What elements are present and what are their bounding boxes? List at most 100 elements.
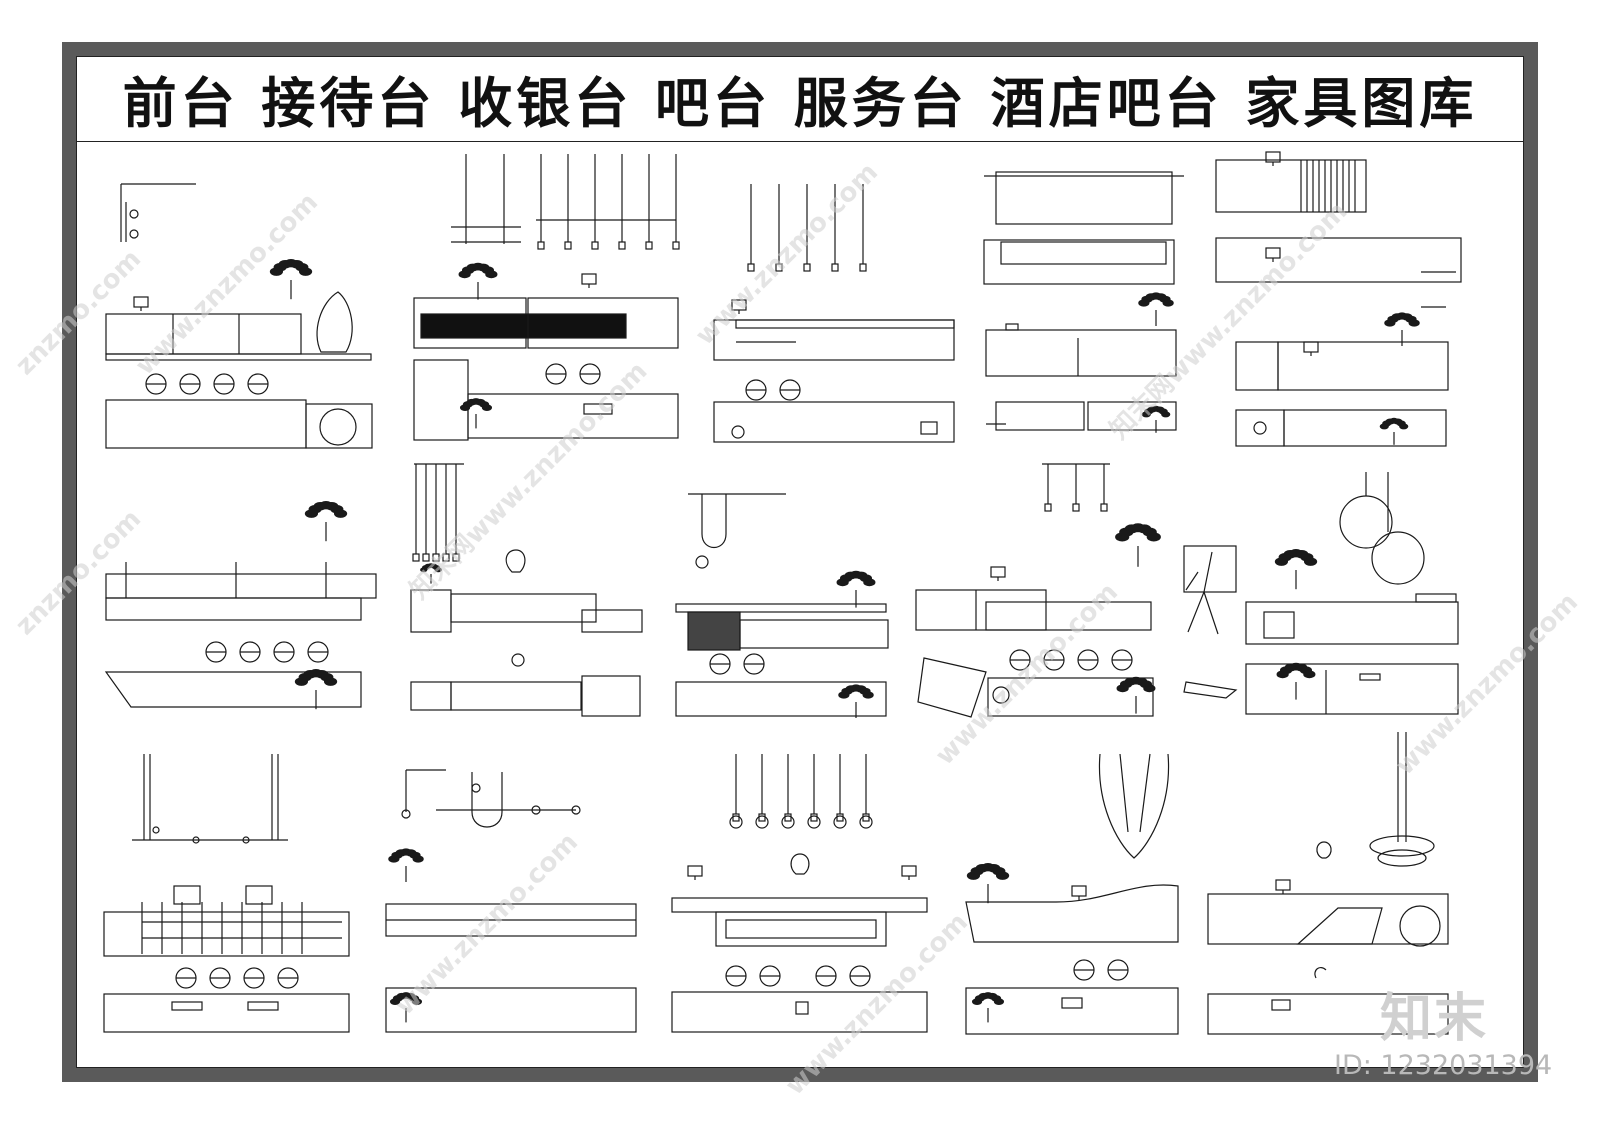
desk-plan (920, 421, 938, 435)
chair-icon (1253, 421, 1267, 435)
desk-panel-hatch (1296, 907, 1383, 945)
pendant-lamp-icon (1072, 503, 1080, 512)
desk-plan (450, 681, 582, 711)
pendant-lamp-icon (1369, 835, 1435, 857)
human-figure-icon (505, 549, 526, 573)
plant-icon (269, 258, 313, 300)
chair-icon (173, 885, 201, 905)
cad-line (1119, 753, 1129, 833)
plant-icon (388, 848, 424, 882)
desk-plan (105, 399, 307, 449)
pendant-lamp-icon (695, 555, 709, 569)
pendant-lamp-icon (810, 813, 818, 822)
pendant-lamp-icon (422, 553, 430, 562)
desk-elevation (983, 239, 1175, 285)
desk-plan (671, 991, 928, 1033)
desk-elevation (915, 589, 1047, 631)
plant-icon (294, 669, 338, 710)
desk-elevation (1245, 601, 1459, 645)
pendant-lamp-icon (831, 263, 839, 272)
title-band: 前台 接待台 收银台 吧台 服务台 酒店吧台 家具图库 (76, 56, 1524, 142)
pendant-lamp-icon (531, 805, 541, 815)
desk-elevation (581, 609, 643, 633)
pendant-lamp-icon (471, 783, 481, 793)
pendant-lamp-icon (807, 815, 821, 829)
desk-plan (1207, 993, 1449, 1035)
desk-plan (987, 677, 1154, 717)
chair-icon (245, 885, 273, 905)
plant-icon (1379, 417, 1409, 445)
desk-plan (410, 681, 452, 711)
pendant-lamp-icon (1100, 503, 1108, 512)
pendant-lamp-icon (781, 815, 795, 829)
pendant-lamp-icon (859, 263, 867, 272)
pendant-lamp-icon (152, 826, 160, 834)
plant-icon (1384, 312, 1420, 346)
desk-plan-pattern (965, 987, 1179, 1035)
pendant-lamp-icon (862, 813, 870, 822)
brand-logo: 知末 (1380, 989, 1489, 1049)
pendant-lamp-icon (537, 241, 545, 250)
plant-icon (1115, 523, 1161, 567)
desk-plan (675, 681, 887, 717)
desk-plan (413, 359, 469, 441)
frame-art (1183, 545, 1237, 593)
desk-plan (1359, 673, 1381, 681)
monitor-icon (581, 273, 597, 285)
plant-icon (420, 563, 442, 584)
desk-elevation (1277, 341, 1449, 391)
pendant-lamp-icon (432, 553, 440, 562)
desk-top (735, 319, 955, 329)
plant-icon (1274, 549, 1318, 590)
desk-elevation (450, 593, 597, 623)
monitor-icon (133, 296, 149, 308)
monitor-icon (1415, 593, 1457, 603)
human-figure-icon (1316, 841, 1332, 859)
desk-plan (995, 401, 1085, 431)
plant-icon (458, 262, 498, 300)
plant-icon (966, 863, 1010, 904)
monitor-icon (990, 566, 1006, 578)
pendant-lamp-icon (1044, 503, 1052, 512)
desk-plan (103, 993, 350, 1033)
rock-sculpture-icon (1399, 905, 1441, 947)
pendant-lamp-icon (645, 241, 653, 250)
plant-icon (1141, 405, 1171, 433)
monitor-icon (247, 1001, 279, 1011)
desk-base (105, 353, 372, 361)
pendant-lamp-icon (1371, 531, 1425, 585)
desk-plan (917, 657, 987, 718)
desk-top (675, 603, 887, 613)
plant-icon (1116, 676, 1156, 714)
pendant-lamp-icon (758, 813, 766, 822)
desk-elevation (105, 313, 302, 355)
monitor-icon (1005, 323, 1019, 331)
human-figure-icon (1183, 681, 1238, 699)
desk-plan (1235, 409, 1285, 447)
desk-elevation (1215, 159, 1367, 213)
plant-icon (1276, 662, 1316, 700)
plant-icon (459, 398, 493, 429)
desk-panel-solid (420, 313, 627, 339)
pendant-lamp-icon (1377, 849, 1427, 867)
desk-plan (583, 403, 613, 415)
pendant-lamp-icon (591, 241, 599, 250)
human-figure-icon (1314, 966, 1327, 979)
desk-plan (104, 671, 362, 708)
pendant-lamp-icon (564, 241, 572, 250)
pendant-lamp-icon (242, 836, 250, 844)
desk-plan (467, 393, 679, 439)
desk-elevation (715, 911, 887, 947)
rock-sculpture-icon (316, 291, 353, 353)
desk-elevation (1215, 237, 1462, 283)
pendant-lamp-icon (192, 836, 200, 844)
desk-panel (725, 919, 877, 939)
pendant-lamp-icon (755, 815, 769, 829)
desk-elevation (1235, 341, 1279, 391)
pendant-lamp-icon (836, 813, 844, 822)
pendant-lamp-icon (442, 553, 450, 562)
monitor-icon (1265, 247, 1281, 259)
human-figure-icon (1185, 551, 1219, 635)
monitor-icon (1071, 885, 1087, 897)
pendant-lamp-icon (747, 263, 755, 272)
